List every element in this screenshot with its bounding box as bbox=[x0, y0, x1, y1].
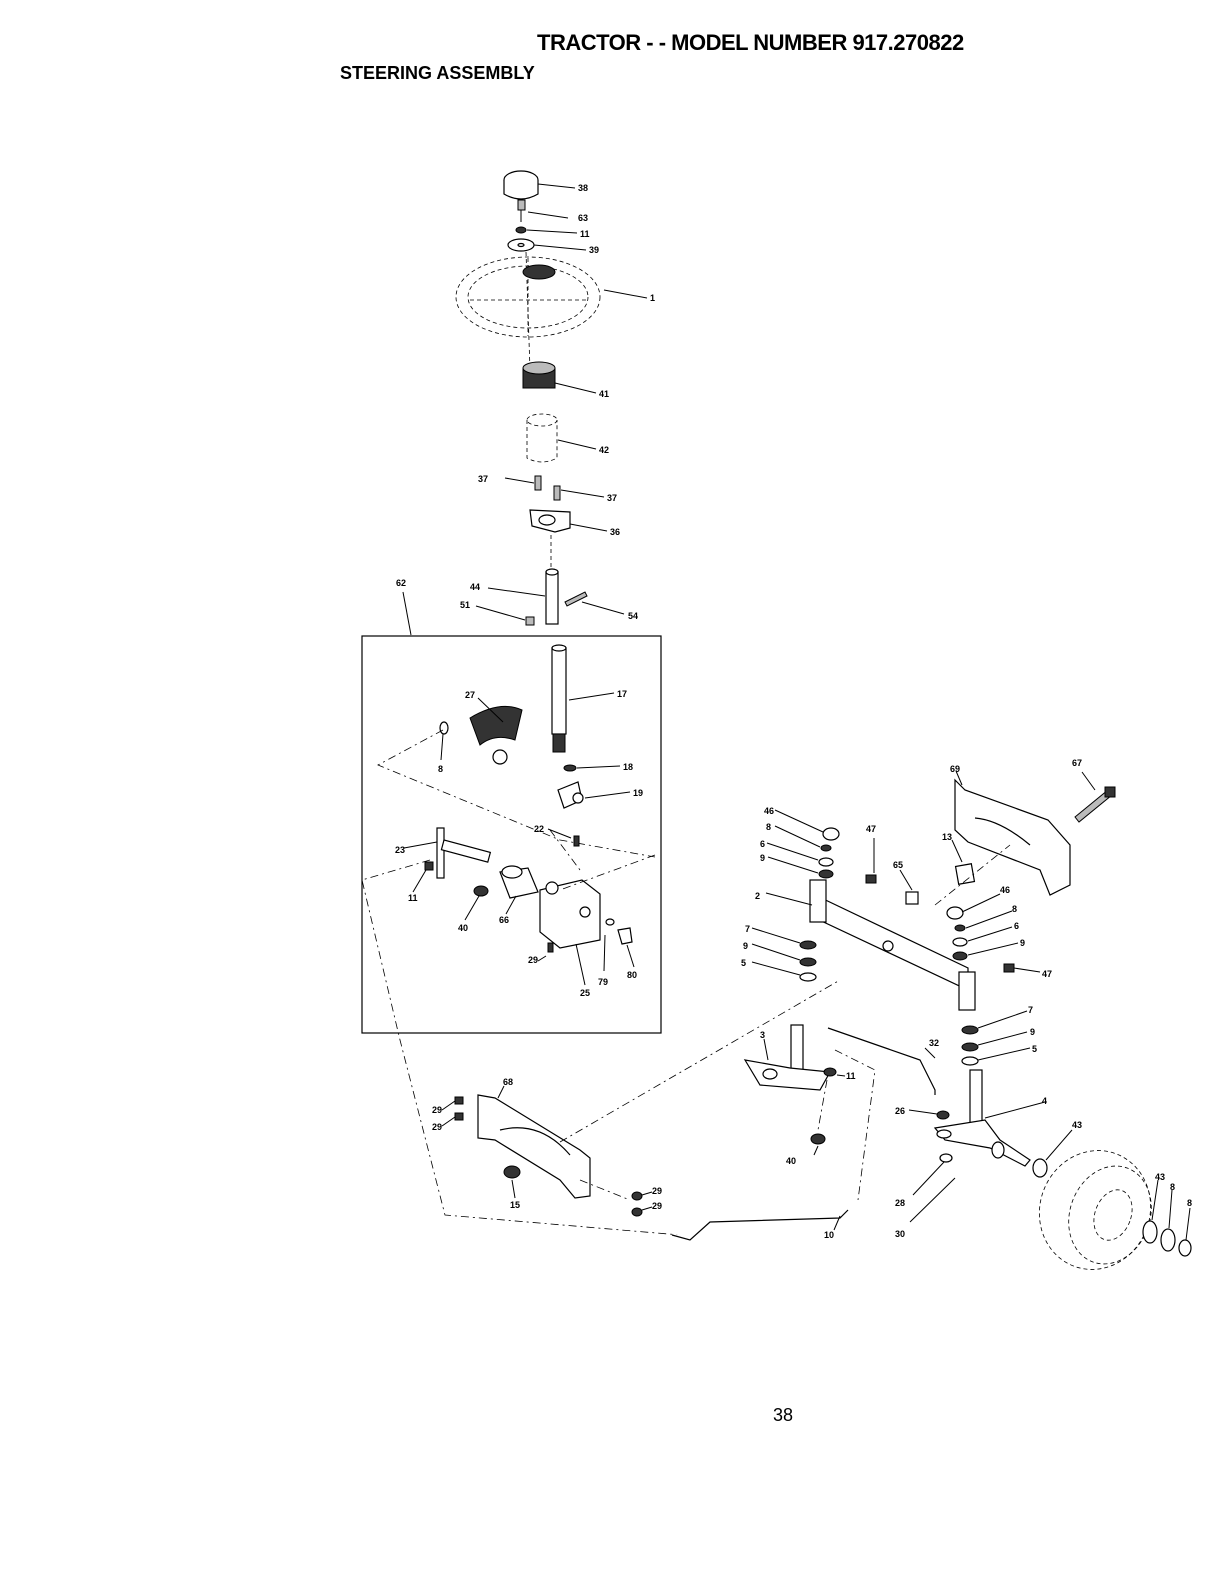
callout-43-upper: 43 bbox=[1072, 1120, 1082, 1130]
callout-36: 36 bbox=[610, 527, 620, 537]
callout-29-lower-left: 29 bbox=[432, 1122, 442, 1132]
callout-65: 65 bbox=[893, 860, 903, 870]
callout-17: 17 bbox=[617, 689, 627, 699]
callout-5-right: 5 bbox=[1032, 1044, 1037, 1054]
callout-68: 68 bbox=[503, 1077, 513, 1087]
callout-9-right-top: 9 bbox=[1020, 938, 1025, 948]
callout-32: 32 bbox=[929, 1038, 939, 1048]
callout-28: 28 bbox=[895, 1198, 905, 1208]
callout-7-left: 7 bbox=[745, 924, 750, 934]
callout-6-right: 6 bbox=[1014, 921, 1019, 931]
callout-46-right: 46 bbox=[1000, 885, 1010, 895]
callout-29-box: 29 bbox=[528, 955, 538, 965]
callout-22: 22 bbox=[534, 824, 544, 834]
callout-8-wheel-a: 8 bbox=[1170, 1182, 1175, 1192]
callout-8-box: 8 bbox=[438, 764, 443, 774]
callout-62: 62 bbox=[396, 578, 406, 588]
callout-4: 4 bbox=[1042, 1096, 1047, 1106]
callout-51: 51 bbox=[460, 600, 470, 610]
callout-8-left: 8 bbox=[766, 822, 771, 832]
callout-40-lower: 40 bbox=[786, 1156, 796, 1166]
callout-47-right: 47 bbox=[1042, 969, 1052, 979]
callout-11-lower: 11 bbox=[846, 1071, 856, 1081]
callout-37-left: 37 bbox=[478, 474, 488, 484]
callout-11: 11 bbox=[580, 229, 590, 239]
callout-26: 26 bbox=[895, 1106, 905, 1116]
callout-9-right: 9 bbox=[1030, 1027, 1035, 1037]
callout-10: 10 bbox=[824, 1230, 834, 1240]
callout-27: 27 bbox=[465, 690, 475, 700]
callout-3: 3 bbox=[760, 1030, 765, 1040]
callout-1: 1 bbox=[650, 293, 655, 303]
callout-79: 79 bbox=[598, 977, 608, 987]
callout-44: 44 bbox=[470, 582, 480, 592]
callout-13: 13 bbox=[942, 832, 952, 842]
page-number: 38 bbox=[773, 1405, 793, 1426]
callout-30: 30 bbox=[895, 1229, 905, 1239]
callout-15: 15 bbox=[510, 1200, 520, 1210]
callout-63: 63 bbox=[578, 213, 588, 223]
callout-80: 80 bbox=[627, 970, 637, 980]
callout-29-lower-right: 29 bbox=[652, 1201, 662, 1211]
callout-41: 41 bbox=[599, 389, 609, 399]
callout-39: 39 bbox=[589, 245, 599, 255]
callout-8-wheel-b: 8 bbox=[1187, 1198, 1192, 1208]
callout-47-left: 47 bbox=[866, 824, 876, 834]
callout-25: 25 bbox=[580, 988, 590, 998]
callout-11-box: 11 bbox=[408, 893, 418, 903]
callout-9-left-top: 9 bbox=[760, 853, 765, 863]
callout-9-left: 9 bbox=[743, 941, 748, 951]
callout-38: 38 bbox=[578, 183, 588, 193]
callout-37-right: 37 bbox=[607, 493, 617, 503]
callout-2: 2 bbox=[755, 891, 760, 901]
callout-23: 23 bbox=[395, 845, 405, 855]
callout-43-lower: 43 bbox=[1155, 1172, 1165, 1182]
callout-18: 18 bbox=[623, 762, 633, 772]
callout-6-left: 6 bbox=[760, 839, 765, 849]
callout-40-box: 40 bbox=[458, 923, 468, 933]
callout-54: 54 bbox=[628, 611, 638, 621]
callout-5-left: 5 bbox=[741, 958, 746, 968]
callout-67: 67 bbox=[1072, 758, 1082, 768]
callout-66-box: 66 bbox=[499, 915, 509, 925]
callout-42: 42 bbox=[599, 445, 609, 455]
callout-8-right: 8 bbox=[1012, 904, 1017, 914]
callout-46-left: 46 bbox=[764, 806, 774, 816]
callout-29-upper-right: 29 bbox=[652, 1186, 662, 1196]
callout-69: 69 bbox=[950, 764, 960, 774]
callout-29-upper-left: 29 bbox=[432, 1105, 442, 1115]
callout-7-right: 7 bbox=[1028, 1005, 1033, 1015]
callout-19: 19 bbox=[633, 788, 643, 798]
